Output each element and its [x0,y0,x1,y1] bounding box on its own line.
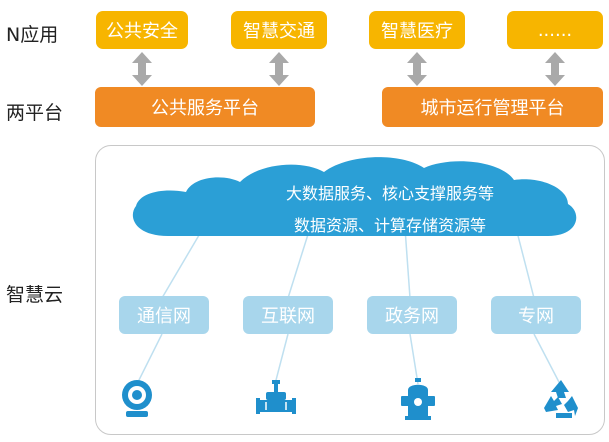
cloud-services-text: 大数据服务、核心支撑服务等 [285,184,494,203]
label-n-apps: N应用 [6,24,59,46]
app-smart-medical: 智慧医疗 [369,11,465,49]
double-arrow-icon [132,52,152,86]
network-internet: 互联网 [243,296,333,334]
fire-hydrant-icon [401,378,435,420]
app-public-safety: 公共安全 [96,11,188,49]
cloud-shape [132,157,577,236]
network-government: 政务网 [367,296,457,334]
app-smart-traffic: 智慧交通 [231,11,327,49]
label-smart-cloud: 智慧云 [6,284,64,306]
platform-city-operations: 城市运行管理平台 [382,87,603,127]
double-arrow-icon [269,52,289,86]
platform-public-service: 公共服务平台 [95,87,315,127]
double-arrow-icon [407,52,427,86]
double-arrow-icon [545,52,565,86]
water-valve-icon [256,380,296,414]
recycle-icon [544,380,578,418]
label-two-platforms: 两平台 [6,102,64,124]
network-telecom: 通信网 [119,296,209,334]
app-more: ...... [507,11,603,49]
network-private: 专网 [491,296,581,334]
cloud-resources-text: 数据资源、计算存储资源等 [293,216,486,235]
camera-icon [122,380,152,417]
